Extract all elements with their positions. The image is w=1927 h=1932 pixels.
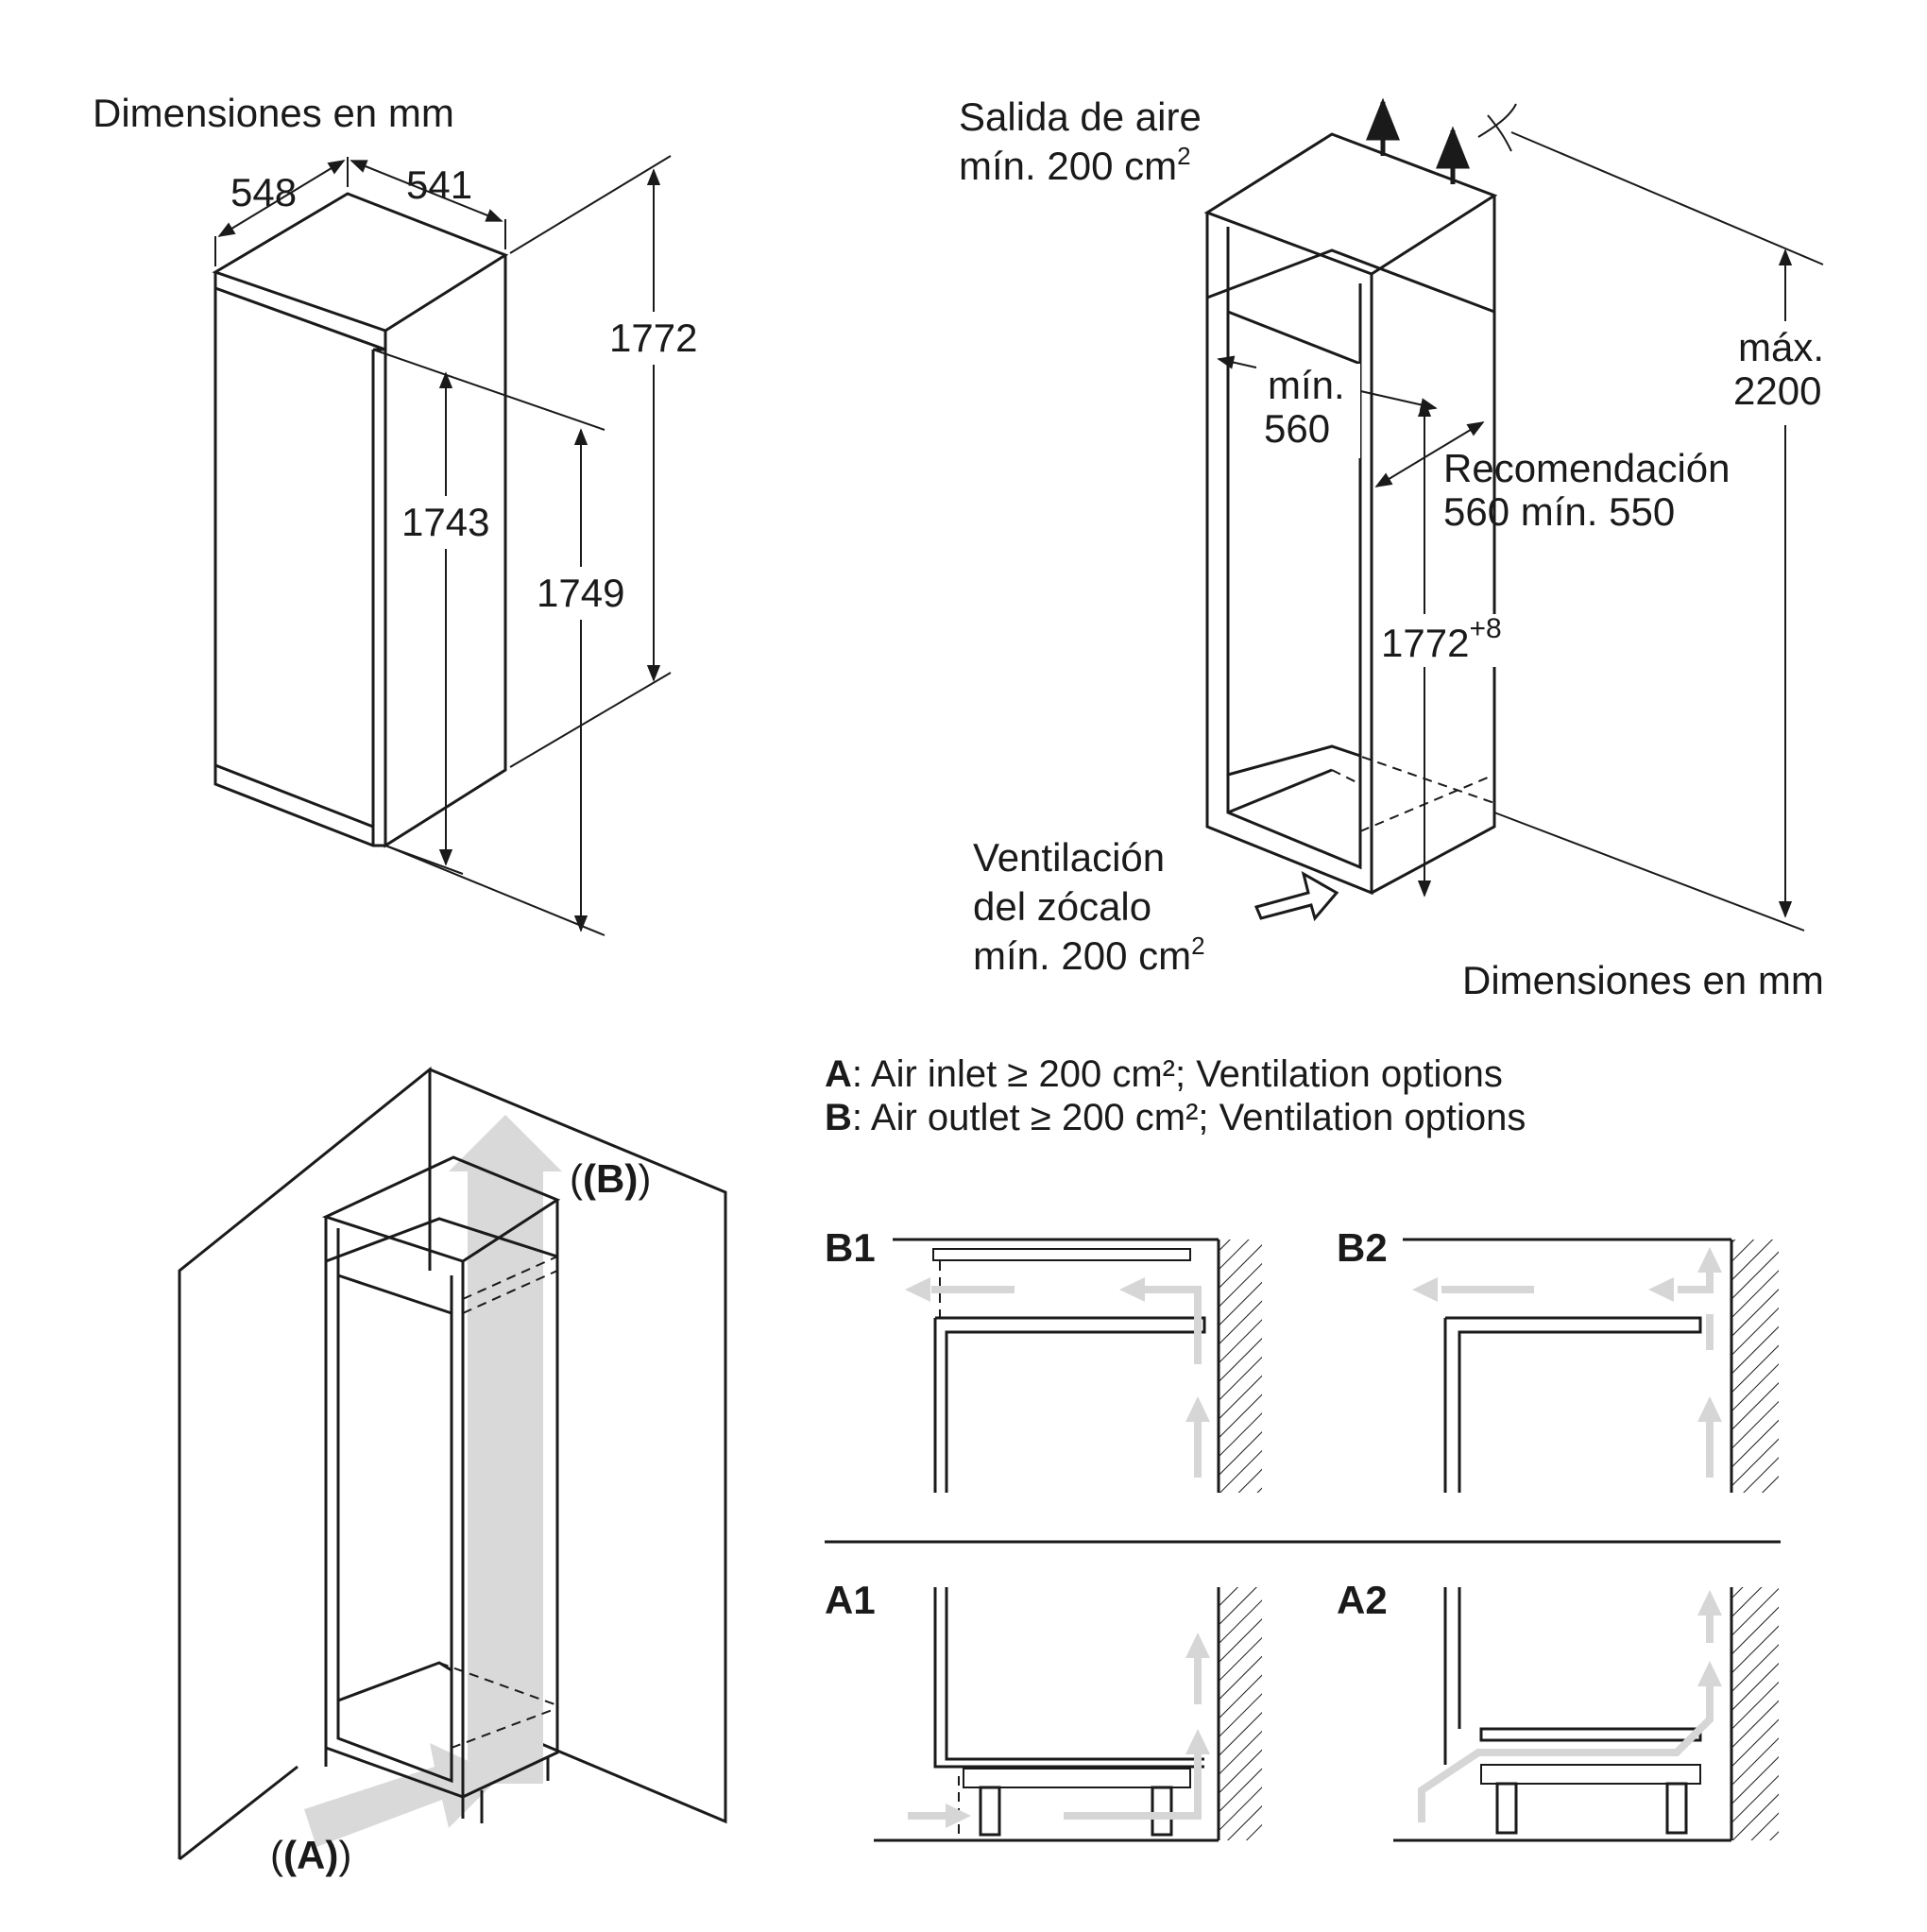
top-dimensions: 548 541	[214, 157, 506, 266]
recommendation-label-line2: 560 mín. 550	[1443, 489, 1675, 534]
wall-hatch	[1219, 1587, 1262, 1840]
air-outlet-label-line1: Salida de aire	[959, 94, 1202, 139]
option-b1-panel: B1	[825, 1225, 1262, 1493]
legend-outlet-line: B: Air outlet ≥ 200 cm²; Ventilation opt…	[825, 1097, 1526, 1138]
appliance-units-title: Dimensiones en mm	[93, 91, 454, 135]
max-height-label-line1: máx.	[1738, 325, 1824, 369]
air-outlet-flow-arrow-icon	[449, 1115, 562, 1784]
inlet-marker-label: ((A))	[270, 1833, 351, 1877]
max-height-label-line2: 2200	[1733, 368, 1821, 413]
option-a1-label: A1	[825, 1578, 876, 1622]
air-outlet-label-line2: mín. 200 cm2	[959, 142, 1191, 188]
door-height-dimension: 1743	[401, 500, 489, 544]
min-width-label-line1: mín.	[1268, 363, 1345, 407]
recommendation-label-line1: Recomendación	[1443, 446, 1731, 490]
clearance-symbol-icon	[1477, 103, 1517, 152]
niche-dimensions-view: Salida de aire mín. 200 cm2 máx. 2200 mí…	[959, 94, 1851, 1002]
body-height-dimension: 1749	[537, 571, 624, 615]
legend-inlet-line: A: Air inlet ≥ 200 cm²; Ventilation opti…	[825, 1053, 1503, 1095]
niche-height-label: 1772+8	[1381, 613, 1502, 665]
ventilation-legend: A: Air inlet ≥ 200 cm²; Ventilation opti…	[825, 1053, 1526, 1138]
room-airflow-view: ((B)) ((A))	[178, 1066, 727, 1877]
total-height-dimension: 1772	[609, 316, 697, 360]
plinth-ventilation-line1: Ventilación	[973, 835, 1165, 880]
plinth-inlet-arrow-icon	[1253, 870, 1339, 922]
outlet-marker-label: ((B))	[570, 1156, 651, 1201]
plinth-ventilation-line3: mín. 200 cm2	[973, 932, 1205, 978]
depth-dimension: 548	[230, 170, 297, 214]
niche-outline	[1203, 132, 1498, 896]
min-width-label-line2: 560	[1264, 406, 1330, 451]
option-b2-panel: B2	[1337, 1225, 1779, 1493]
wall-hatch	[1219, 1240, 1262, 1493]
width-dimension: 541	[406, 162, 472, 207]
option-b2-label: B2	[1337, 1225, 1388, 1270]
wall-hatch	[1731, 1587, 1779, 1840]
niche-units-title: Dimensiones en mm	[1462, 958, 1824, 1002]
room-cabinet-outline	[321, 1155, 561, 1823]
appliance-dimensions-view: Dimensiones en mm 548 541	[93, 91, 708, 936]
wall-hatch	[1731, 1240, 1779, 1493]
option-a2-panel: A2	[1337, 1578, 1779, 1842]
option-b1-label: B1	[825, 1225, 876, 1270]
plinth-ventilation-line2: del zócalo	[973, 884, 1151, 929]
option-a1-panel: A1	[825, 1578, 1262, 1842]
option-a2-label: A2	[1337, 1578, 1388, 1622]
